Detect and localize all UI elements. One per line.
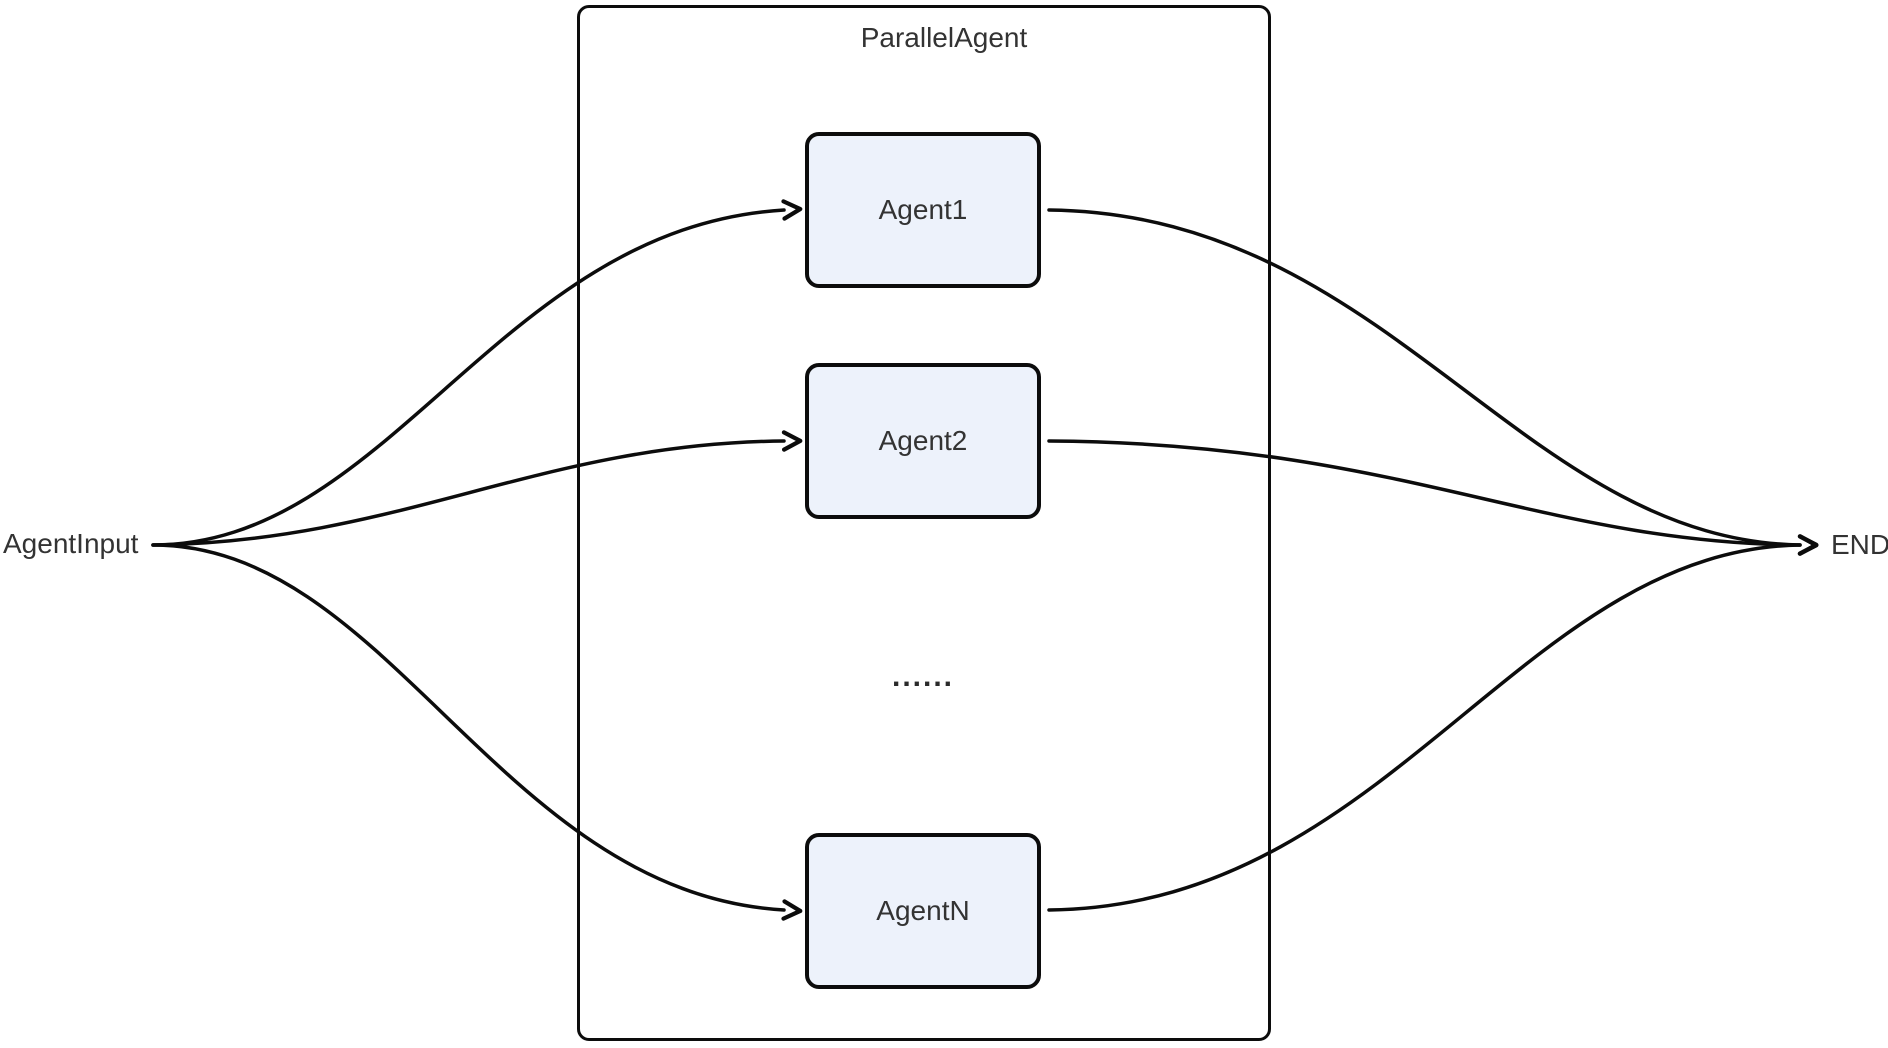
edge-agentinput-to-agent2	[151, 430, 803, 547]
edge-agent2-to-end	[1047, 439, 1819, 556]
node-agentn: AgentN	[805, 833, 1041, 989]
node-agent1-label: Agent1	[878, 194, 968, 225]
node-agent-input-label: AgentInput	[3, 528, 139, 559]
node-end-label: END	[1831, 529, 1888, 560]
node-agent1: Agent1	[805, 132, 1041, 288]
edge-agentn-to-end	[1047, 534, 1819, 912]
edge-agent1-to-end	[1047, 208, 1819, 556]
parallel-agent-container	[577, 5, 1271, 1041]
node-agent2: Agent2	[805, 363, 1041, 519]
edge-agentinput-to-agentn	[151, 543, 803, 921]
node-agentn-label: AgentN	[876, 895, 970, 926]
more-agents-ellipsis: ......	[891, 660, 954, 693]
edge-agentinput-to-agent1	[151, 199, 803, 547]
node-agent2-label: Agent2	[878, 425, 968, 456]
parallel-agent-title: ParallelAgent	[860, 22, 1028, 53]
